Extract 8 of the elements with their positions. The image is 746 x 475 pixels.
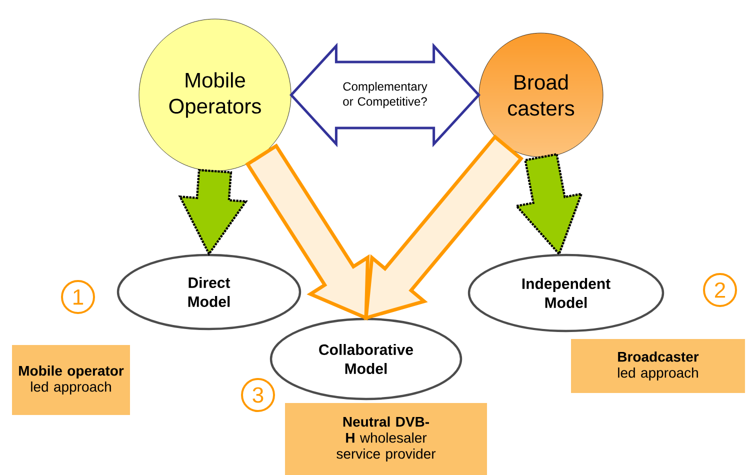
approach-box: Mobile operator led approach (12, 345, 130, 415)
block-arrow (178, 168, 248, 256)
callout-number: 1 (61, 280, 95, 314)
approach-box: Broadcaster led approach (571, 339, 745, 393)
approach-box: Neutral DVB-H wholesaler service provider (285, 403, 487, 475)
edge-label: Complementary or Competitive? (334, 80, 436, 110)
callout-number: 3 (241, 378, 275, 412)
callout-number: 2 (703, 273, 737, 307)
